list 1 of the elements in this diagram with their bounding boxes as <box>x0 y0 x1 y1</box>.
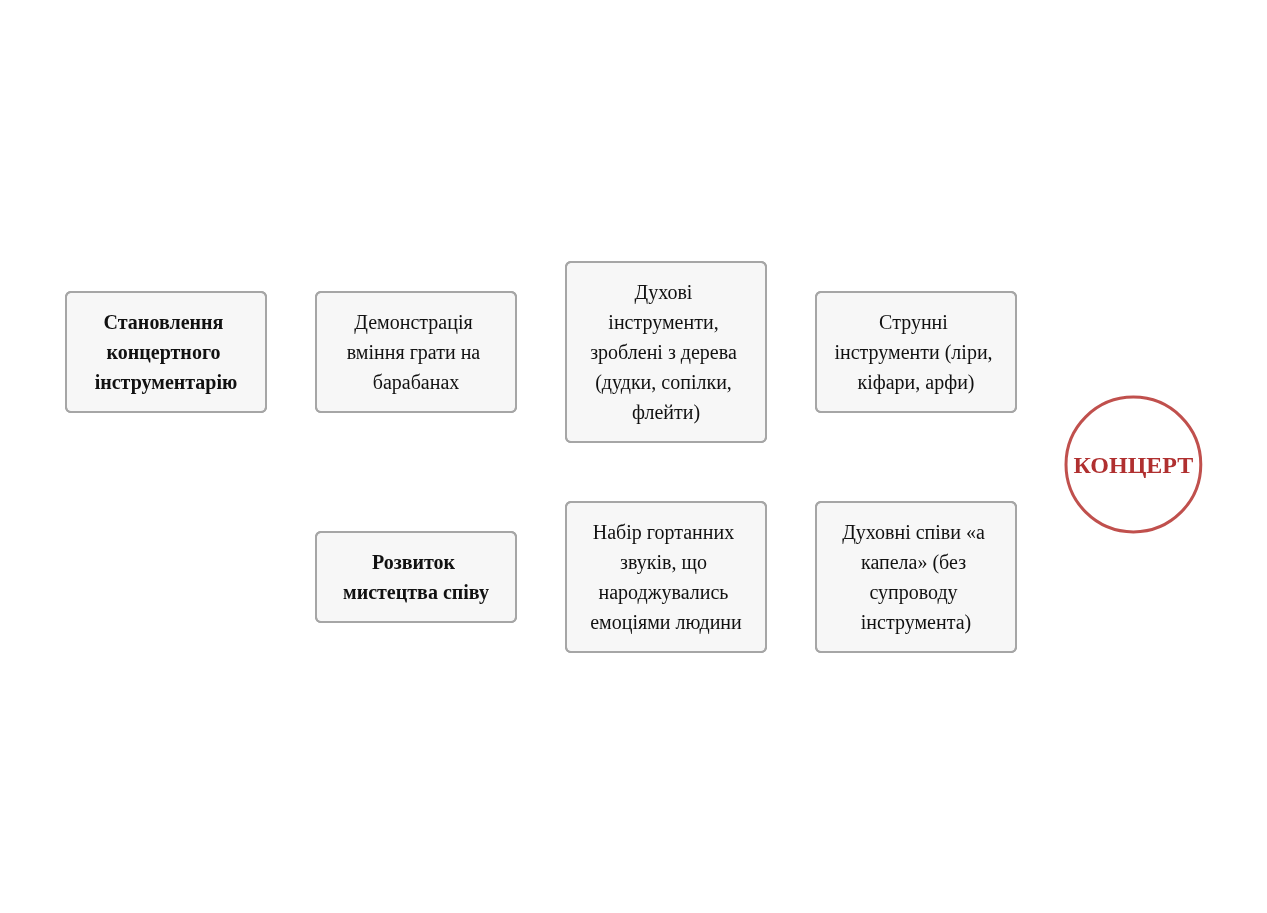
node-circle: КОНЦЕРТ <box>1064 395 1203 533</box>
